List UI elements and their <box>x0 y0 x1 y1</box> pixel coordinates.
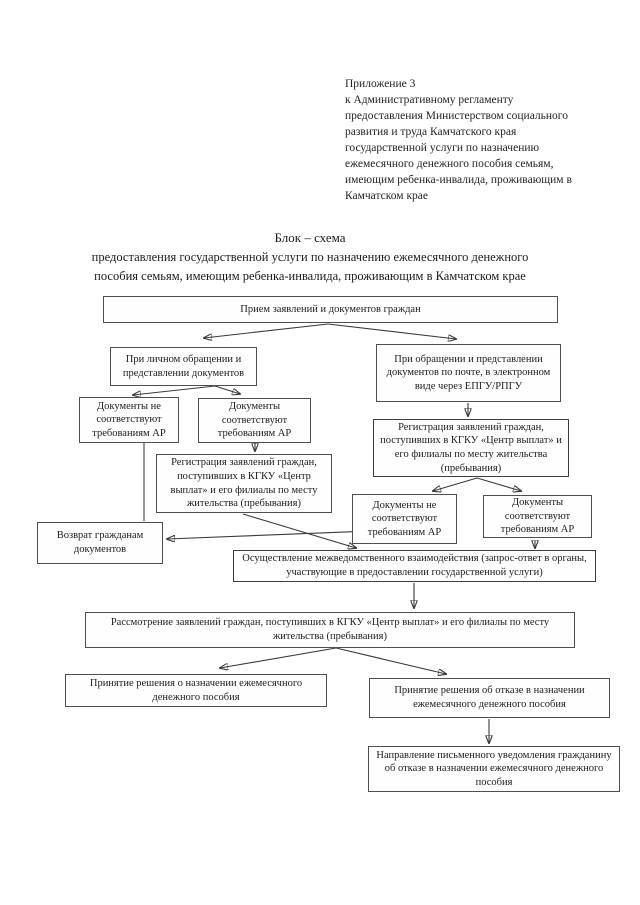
annex-line: развития и труда Камчатского края <box>345 126 517 138</box>
node-registration-left: Регистрация заявлений граждан, поступивш… <box>156 454 332 513</box>
node-reception: Прием заявлений и документов граждан <box>103 296 558 323</box>
node-return-documents: Возврат гражданам документов <box>37 522 163 564</box>
annex-line: предоставления Министерством социального <box>345 110 568 122</box>
arrow-registration-to-docsok-right <box>476 477 521 491</box>
arrow-inperson-to-docsfail <box>133 385 216 395</box>
diagram-subtitle: предоставления государственной услуги по… <box>30 248 590 286</box>
diagram-subtitle-line: пособия семьям, имеющим ребенка-инвалида… <box>94 269 526 283</box>
node-registration-right: Регистрация заявлений граждан, поступивш… <box>373 419 569 477</box>
annex-line: имеющим ребенка-инвалида, проживающим в <box>345 174 572 186</box>
annex-note: Приложение 3 к Административному регламе… <box>345 76 630 204</box>
annex-line: к Административному регламенту <box>345 94 514 106</box>
node-decision-refuse: Принятие решения об отказе в назначении … <box>369 678 610 718</box>
annex-line: государственной услуги по назначению <box>345 142 540 154</box>
arrow-inperson-to-docsok <box>214 385 240 394</box>
node-docs-noncompliant-left: Документы не соответствуют требованиям А… <box>79 397 179 443</box>
node-in-person: При личном обращении и представлении док… <box>110 347 257 386</box>
annex-line: ежемесячного денежного пособия семьям, <box>345 158 554 170</box>
arrow-registration-to-docsfail-right <box>433 477 478 491</box>
node-docs-noncompliant-right: Документы не соответствуют требованиям А… <box>352 494 457 544</box>
arrow-registration-left-to-interagency <box>242 513 356 548</box>
node-remote-application: При обращении и представлении документов… <box>376 344 561 402</box>
arrow-review-to-grant <box>220 647 337 668</box>
node-docs-compliant-left: Документы соответствуют требованиям АР <box>198 398 311 443</box>
node-refusal-notice: Направление письменного уведомления граж… <box>368 746 620 792</box>
node-docs-compliant-right: Документы соответствуют требованиям АР <box>483 495 592 538</box>
node-review-applications: Рассмотрение заявлений граждан, поступив… <box>85 612 575 648</box>
diagram-title: Блок – схема <box>274 230 346 245</box>
arrow-review-to-refuse <box>335 647 446 674</box>
annex-line: Камчатском крае <box>345 190 428 202</box>
arrow-reception-to-inperson <box>204 323 329 338</box>
node-decision-grant: Принятие решения о назначении ежемесячно… <box>65 674 327 707</box>
diagram-subtitle-line: предоставления государственной услуги по… <box>91 250 529 264</box>
annex-line: Приложение 3 <box>345 78 416 90</box>
arrow-reception-to-remote <box>327 323 456 339</box>
node-interagency-interaction: Осуществление межведомственного взаимоде… <box>233 550 596 582</box>
